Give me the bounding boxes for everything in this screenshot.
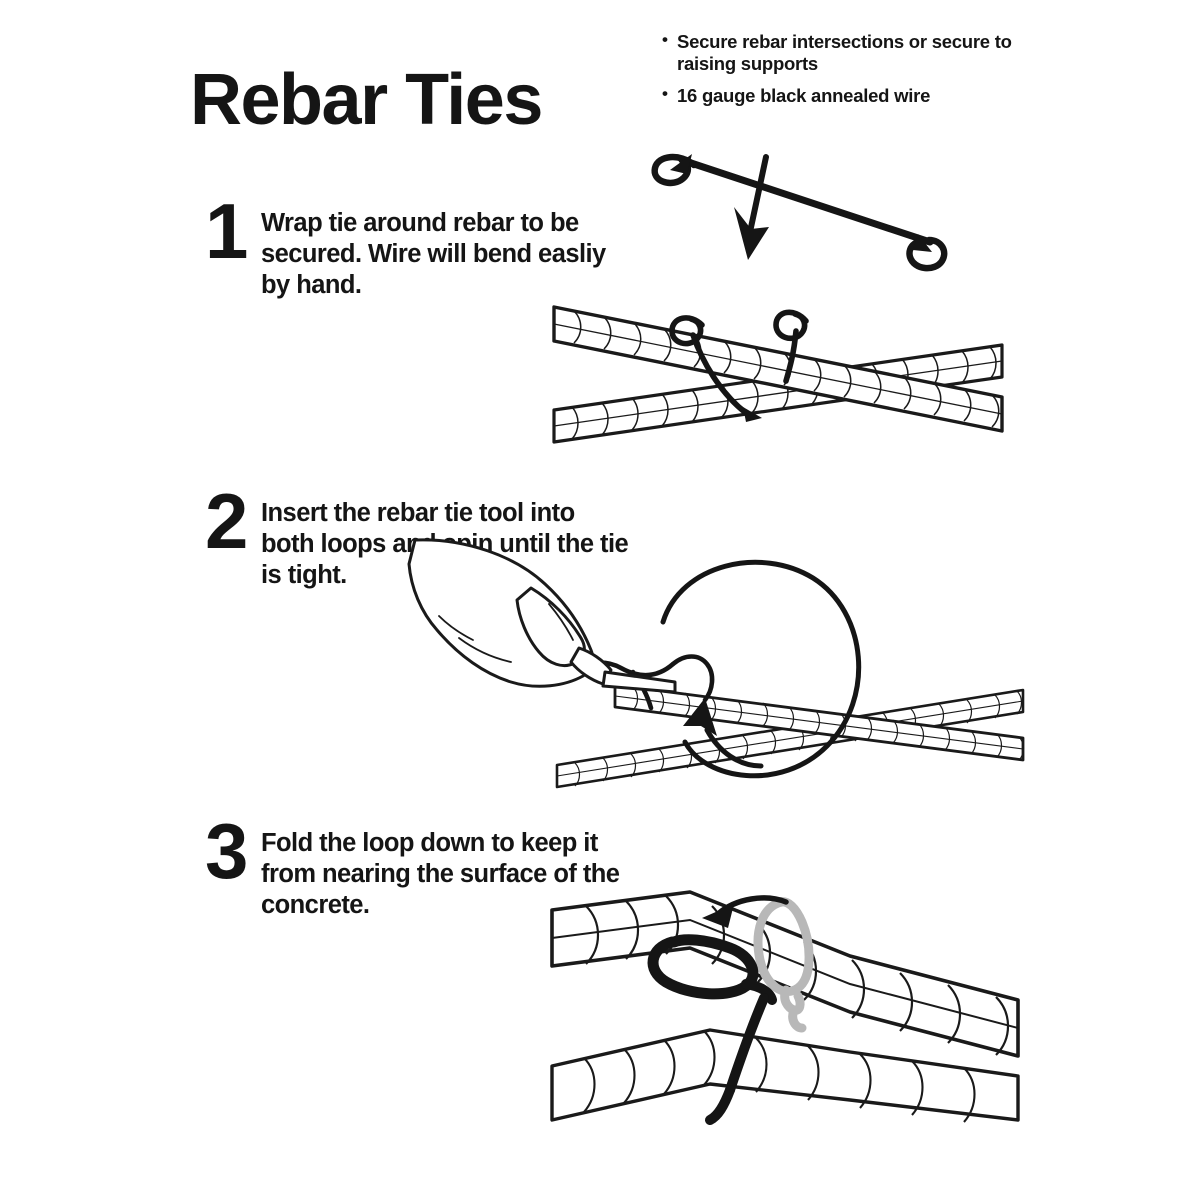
step-instruction: Fold the loop down to keep it from neari… (261, 829, 620, 920)
wire-tie-wrap (669, 309, 809, 416)
rebar-bar-upper (550, 890, 1020, 1058)
feature-item: 16 gauge black annealed wire (662, 84, 1022, 107)
rebar-bar-front (552, 305, 1004, 433)
step-number: 1 (205, 187, 248, 275)
illustration-step-2 (407, 530, 1025, 805)
illustration-step-3 (550, 880, 1020, 1125)
wire-tie-shape (651, 153, 948, 272)
wire-twist-tail (705, 979, 777, 1125)
feature-list: Secure rebar intersections or secure to … (662, 30, 1022, 116)
wire-tip-left (670, 154, 692, 174)
spin-arc-indicator (660, 559, 862, 779)
wire-tip-right (913, 234, 932, 252)
feature-item: Secure rebar intersections or secure to … (662, 30, 1022, 76)
step-number: 3 (205, 807, 248, 895)
hand-with-tool (407, 538, 677, 694)
step-instruction: Wrap tie around rebar to be secured. Wir… (261, 209, 606, 300)
rebar-bar-front (613, 683, 1025, 762)
up-arrow-icon (683, 698, 764, 769)
rebar-bar-lower (550, 1028, 1020, 1123)
rebar-bar-back (555, 688, 1025, 789)
fold-arrow-icon (702, 895, 789, 928)
ghost-loop-previous-position (753, 897, 814, 1033)
page-title: Rebar Ties (190, 60, 543, 141)
wire-tie-tail (743, 407, 762, 422)
down-arrow-icon (734, 154, 769, 260)
step-number: 2 (205, 477, 248, 565)
illustration-loose-wire-tie (630, 130, 1000, 295)
illustration-step-1 (550, 285, 1020, 470)
